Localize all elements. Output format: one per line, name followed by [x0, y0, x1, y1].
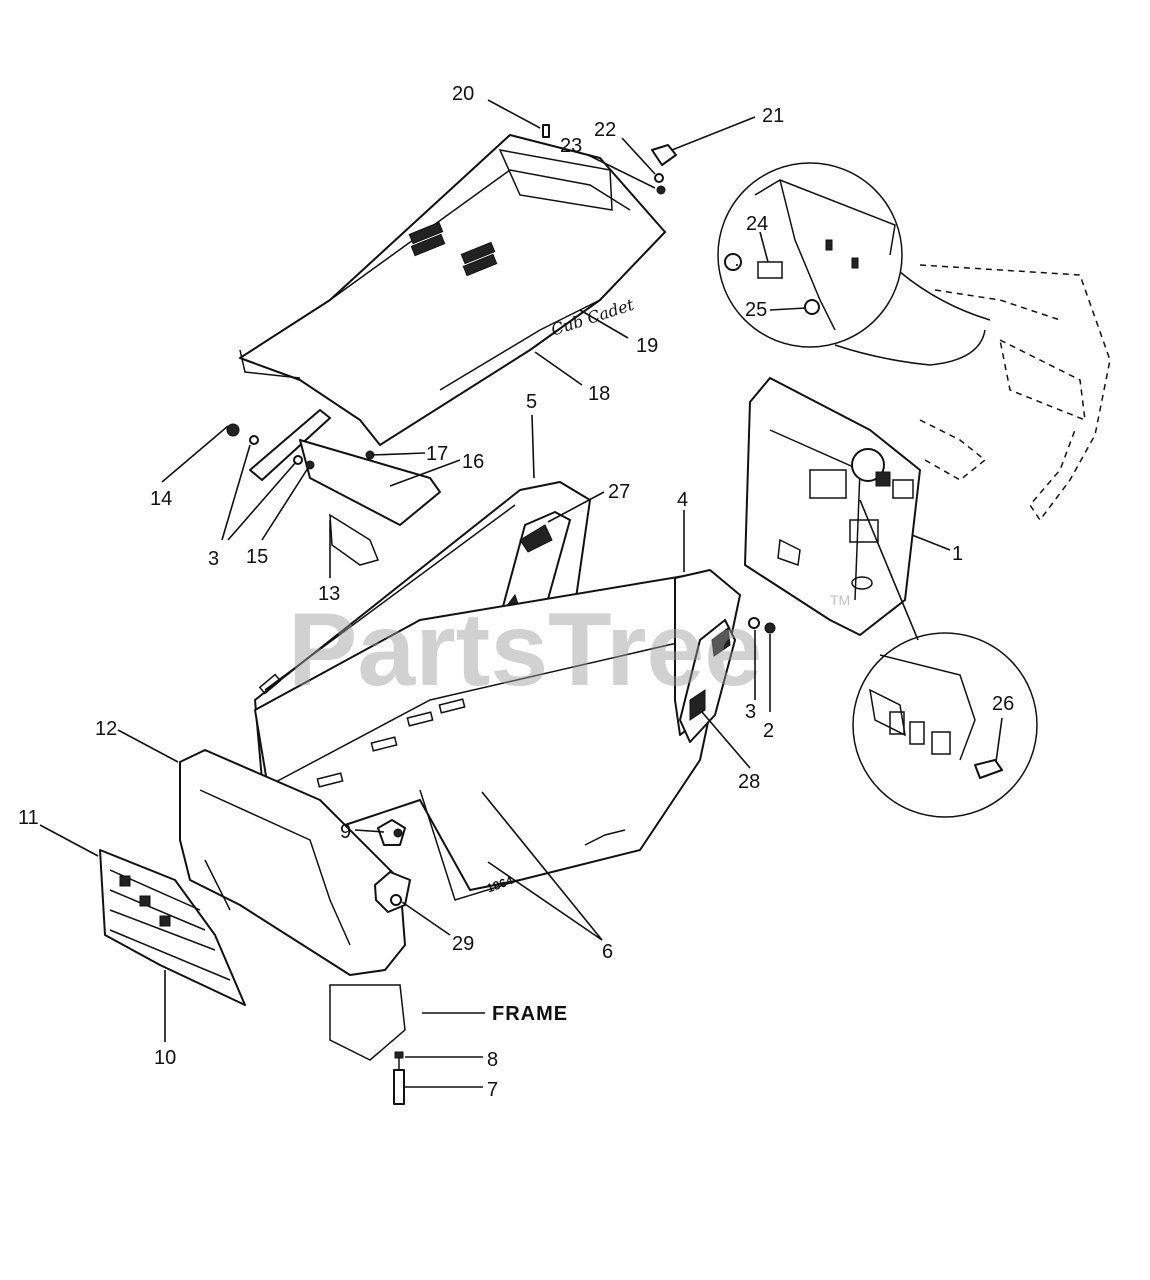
- callout-25: 25: [745, 299, 767, 321]
- callout-23: 23: [560, 135, 582, 157]
- callout-11: 11: [18, 807, 39, 829]
- front-grill-part[interactable]: [99, 849, 246, 1006]
- watermark-trademark: TM: [830, 592, 850, 608]
- callout-12: 12: [95, 718, 117, 740]
- callout-14: 14: [150, 488, 172, 510]
- side-panel-right-part[interactable]: [674, 569, 741, 743]
- callout-5: 5: [526, 391, 537, 413]
- callout-26: 26: [992, 693, 1014, 715]
- detail-circle-top: [717, 162, 991, 366]
- front-nose-part[interactable]: [179, 749, 406, 976]
- callout-24: 24: [746, 213, 768, 235]
- callout-22: 22: [594, 119, 616, 141]
- front-mount-part[interactable]: [329, 819, 411, 1105]
- callout-labels: 20 21 22 23 24 25 19 18 5 17 16 27 14 4 …: [18, 83, 1014, 1101]
- callout-3a: 3: [208, 548, 219, 570]
- rear-hood-outline: [919, 264, 1111, 522]
- callout-21: 21: [762, 105, 784, 127]
- callout-1: 1: [952, 543, 963, 565]
- callout-9: 9: [340, 821, 351, 843]
- callout-19: 19: [636, 335, 658, 357]
- detail-circle-right: [852, 499, 1038, 818]
- callout-27: 27: [608, 481, 630, 503]
- callout-15: 15: [246, 546, 268, 568]
- callout-10: 10: [154, 1047, 176, 1069]
- frame-label: FRAME: [492, 1003, 568, 1025]
- callout-16: 16: [462, 451, 484, 473]
- hood-part[interactable]: [239, 134, 666, 446]
- callout-28: 28: [738, 771, 760, 793]
- callout-4: 4: [677, 489, 688, 511]
- hardware-fasteners[interactable]: [542, 124, 776, 634]
- callout-29: 29: [452, 933, 474, 955]
- callout-18: 18: [588, 383, 610, 405]
- callout-3b: 3: [745, 701, 756, 723]
- callout-13: 13: [318, 583, 340, 605]
- watermark: PartsTree: [288, 592, 762, 708]
- callout-7: 7: [487, 1079, 498, 1101]
- callout-8: 8: [487, 1049, 498, 1071]
- callout-17: 17: [426, 443, 448, 465]
- callout-6: 6: [602, 941, 613, 963]
- callout-20: 20: [452, 83, 474, 105]
- leader-lines: [39, 99, 1003, 1088]
- hinge-bracket-part[interactable]: [226, 409, 441, 566]
- dash-panel-part[interactable]: [744, 377, 921, 636]
- callout-2: 2: [763, 720, 774, 742]
